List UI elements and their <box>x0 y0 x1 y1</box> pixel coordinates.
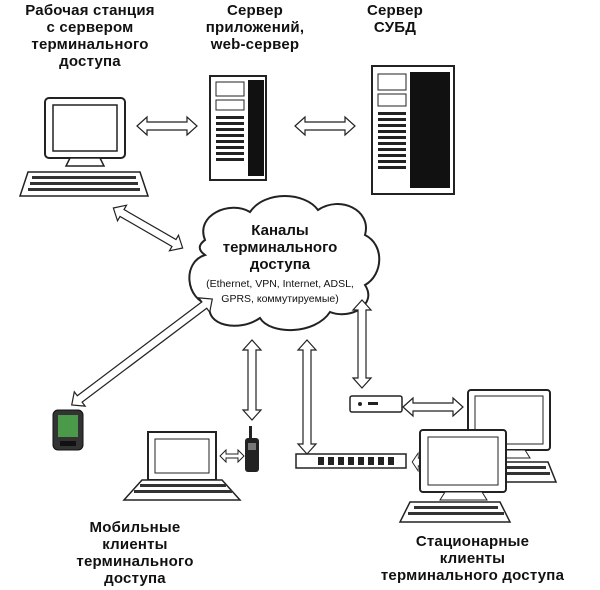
network-switch-icon <box>295 453 407 469</box>
stationary-clients-label: Стационарные клиенты терминального досту… <box>380 533 565 584</box>
stationary-computer-front-icon <box>398 429 512 523</box>
app-server-label: Сервер приложений, web-сервер <box>205 2 305 53</box>
laptop-icon <box>122 431 242 501</box>
app-db-arrow <box>294 116 356 136</box>
switch-cloud-arrow <box>296 339 318 455</box>
app-server-icon <box>209 75 267 181</box>
cloud-subtitle: (Ethernet, VPN, Internet, ADSL, GPRS, ко… <box>206 278 354 305</box>
phone-cloud-arrow <box>241 339 263 421</box>
workstation-computer-icon <box>18 97 150 197</box>
cloud-caption: Каналы терминального доступа (Ethernet, … <box>185 222 375 307</box>
mobile-phone-icon <box>245 426 259 472</box>
pda-icon <box>52 409 84 451</box>
pda-cloud-arrow <box>71 297 213 407</box>
modem-cloud-arrow <box>351 299 373 389</box>
db-server-label: Сервер СУБД <box>366 2 424 36</box>
laptop-phone-arrow <box>219 448 245 464</box>
db-server-icon <box>371 65 455 195</box>
cloud-title: Каналы терминального доступа <box>222 222 338 273</box>
workstation-app-arrow <box>136 116 198 136</box>
workstation-cloud-arrow <box>112 204 184 252</box>
workstation-label: Рабочая станция с сервером терминального… <box>25 2 155 70</box>
mobile-clients-label: Мобильные клиенты терминального доступа <box>76 519 194 587</box>
modem-icon <box>349 395 403 413</box>
modem-computer-arrow <box>402 397 464 417</box>
